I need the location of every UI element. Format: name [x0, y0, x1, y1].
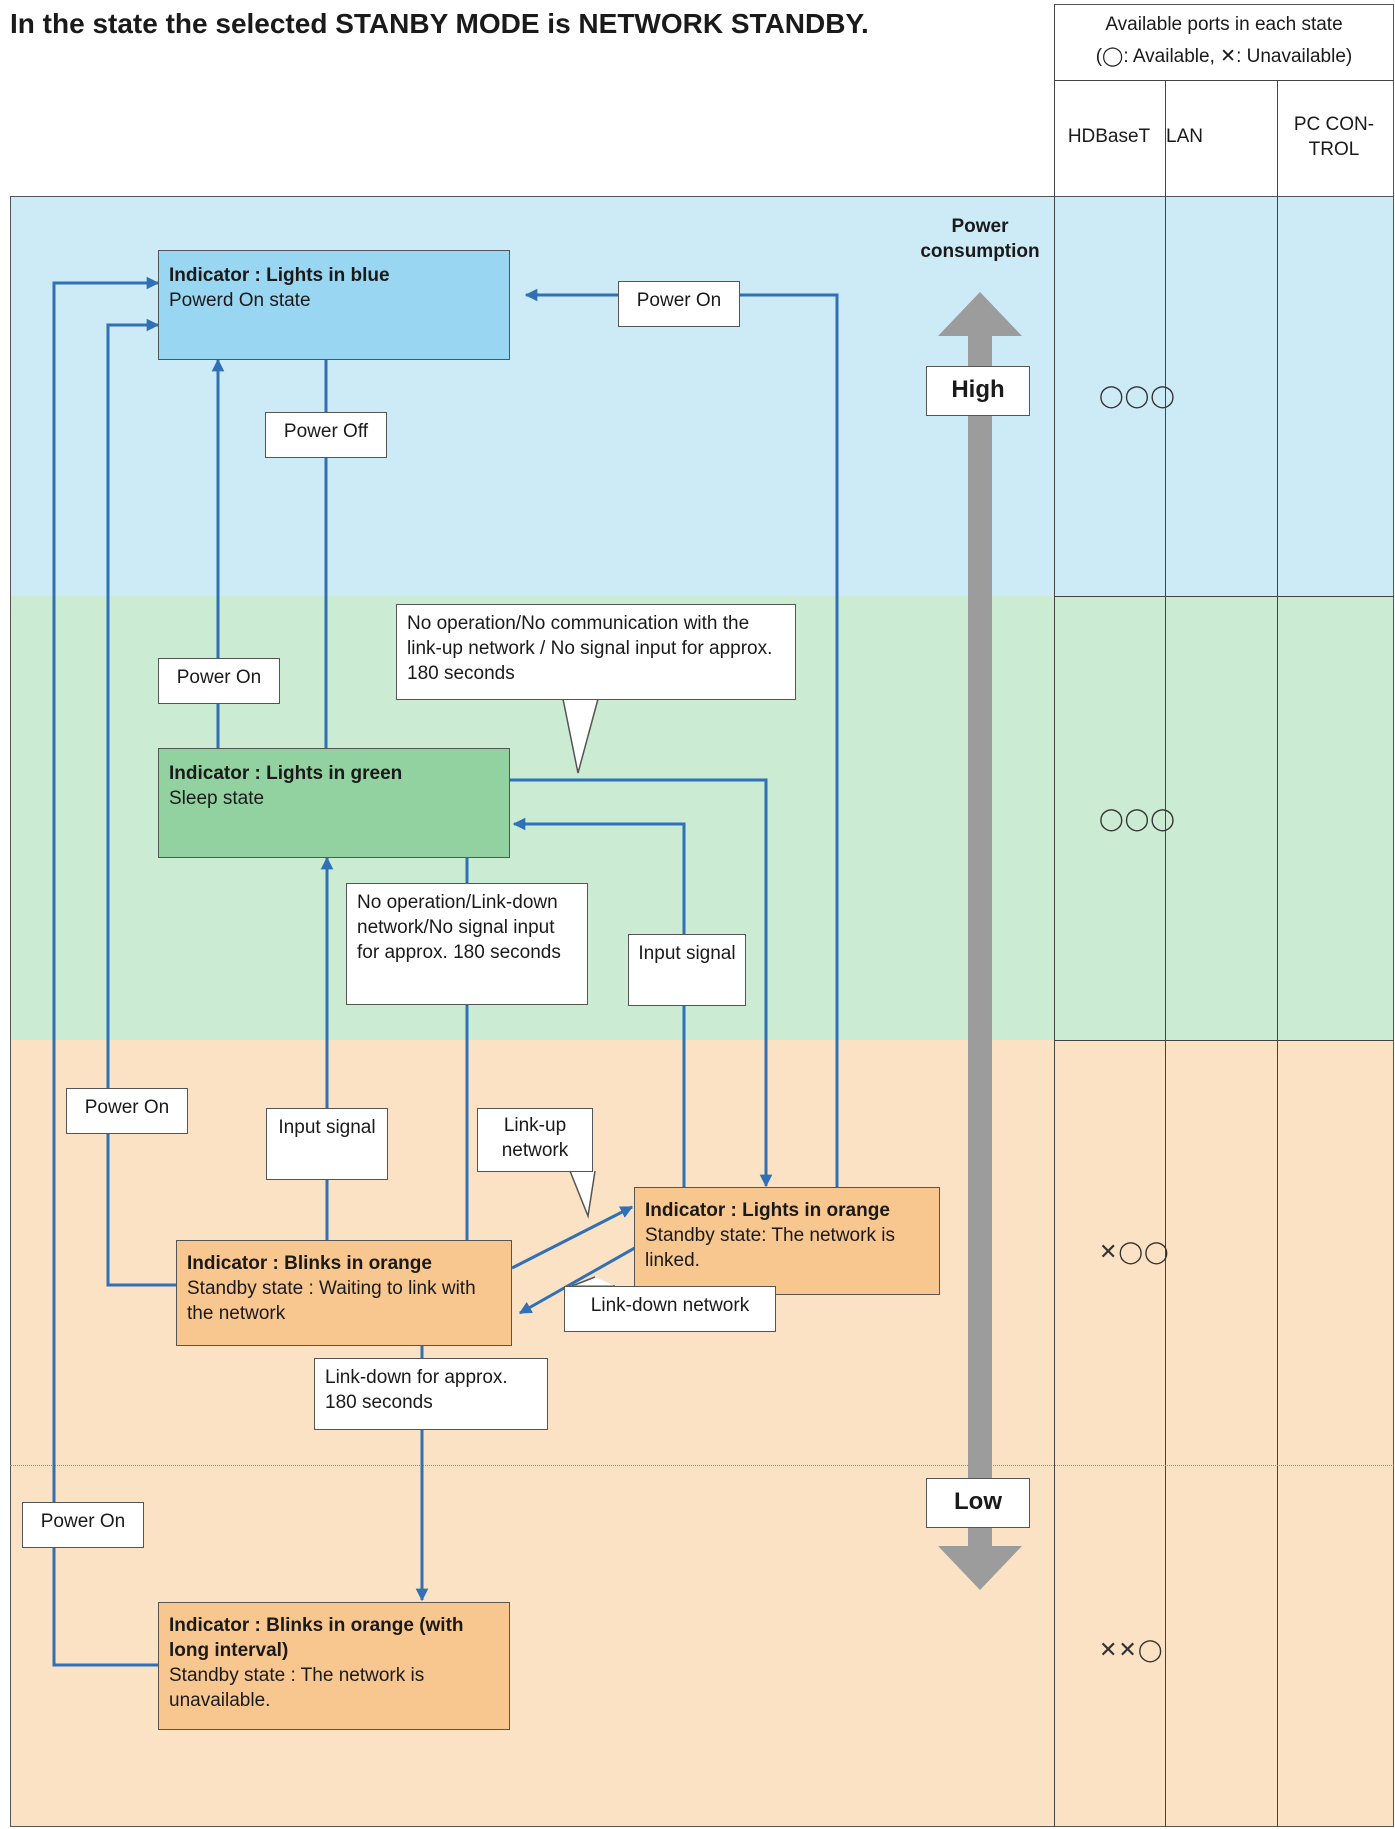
label-power-on-blink-to-blue: Power On	[66, 1088, 188, 1134]
ports-row-powered-on: ◯◯◯	[1099, 383, 1176, 408]
ports-table-title: Available ports in each state	[1105, 14, 1343, 35]
state-lights-green: Indicator : Lights in green Sleep state	[158, 748, 510, 858]
label-no-operation-link-up: No operation/No communication with the l…	[396, 604, 796, 700]
state-lights-orange: Indicator : Lights in orange Standby sta…	[634, 1187, 940, 1295]
ports-row-standby-unavailable: ✕✕◯	[1099, 1637, 1164, 1662]
state-blinks-orange-long-sub: Standby state : The network is unavailab…	[169, 1665, 425, 1711]
diagram-heading: In the state the selected STANBY MODE is…	[10, 8, 869, 39]
label-input-signal-blink-to-green: Input signal	[266, 1108, 388, 1180]
state-lights-blue-sub: Powerd On state	[169, 290, 311, 311]
column-header-lan: LAN	[1166, 126, 1203, 147]
label-link-up-network: Link-up network	[477, 1108, 593, 1172]
power-consumption-title: Power consumption	[920, 216, 1040, 262]
state-lights-orange-sub: Standby state: The network is linked.	[645, 1225, 895, 1271]
table-row-divider-2	[1054, 1040, 1394, 1041]
column-header-pc-control: PC CON- TROL	[1293, 114, 1375, 160]
label-input-signal-linked-to-green: Input signal	[628, 934, 746, 1006]
table-left-line	[1054, 4, 1055, 1827]
state-blinks-orange-long-title: Indicator : Blinks in orange (with long …	[169, 1615, 464, 1661]
power-high-badge: High	[926, 366, 1030, 416]
label-link-down-180-seconds: Link-down for approx. 180 seconds	[314, 1358, 548, 1430]
label-power-off: Power Off	[265, 412, 387, 458]
label-link-down-network: Link-down network	[564, 1286, 776, 1332]
column-header-hdbaset: HDBaseT	[1067, 126, 1151, 147]
state-blinks-orange-title: Indicator : Blinks in orange	[187, 1253, 432, 1274]
label-power-on-green-to-blue: Power On	[158, 658, 280, 704]
label-no-operation-link-down: No operation/Link-down network/No signal…	[346, 883, 588, 1005]
standby-sub-divider	[10, 1465, 1394, 1466]
ports-table-legend: (◯: Available, ✕: Unavailable)	[1095, 46, 1353, 67]
power-low-badge: Low	[926, 1478, 1030, 1528]
state-lights-green-sub: Sleep state	[169, 788, 265, 809]
ports-row-standby-linked: ✕◯◯	[1099, 1239, 1170, 1264]
state-blinks-orange-sub: Standby state : Waiting to link with the…	[187, 1278, 476, 1324]
table-lan-pc-line	[1277, 80, 1278, 1827]
state-lights-green-title: Indicator : Lights in green	[169, 763, 403, 784]
ports-header-divider	[1054, 80, 1394, 81]
state-lights-blue-title: Indicator : Lights in blue	[169, 265, 390, 286]
label-power-on-long-to-blue: Power On	[22, 1502, 144, 1548]
table-row-divider-1	[1054, 596, 1394, 597]
state-lights-orange-title: Indicator : Lights in orange	[645, 1200, 890, 1221]
state-blinks-orange: Indicator : Blinks in orange Standby sta…	[176, 1240, 512, 1346]
ports-row-sleep: ◯◯◯	[1099, 806, 1176, 831]
label-power-on-linked-to-blue: Power On	[618, 281, 740, 327]
state-blinks-orange-long: Indicator : Blinks in orange (with long …	[158, 1602, 510, 1730]
table-hdbaset-lan-line	[1165, 80, 1166, 1827]
state-lights-blue: Indicator : Lights in blue Powerd On sta…	[158, 250, 510, 360]
